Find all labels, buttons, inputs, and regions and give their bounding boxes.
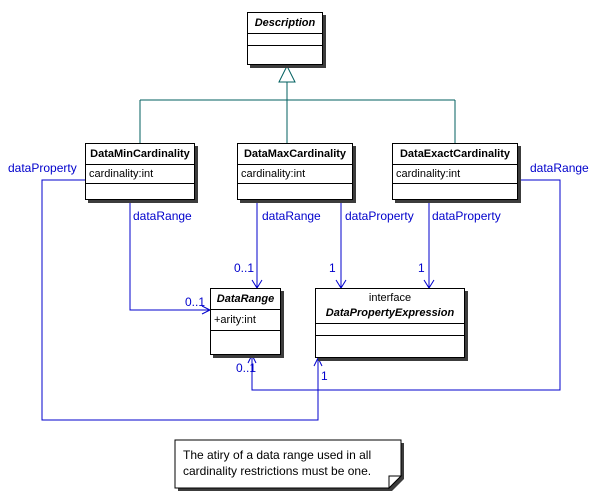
class-name: DataRange (216, 293, 275, 305)
multiplicity-label: 0..1 (236, 361, 257, 375)
stereotype-label: interface (368, 292, 412, 304)
operations-compartment (86, 183, 194, 199)
class-attribute: cardinality:int (393, 164, 517, 183)
generalization-edges (139, 64, 456, 143)
class-name: Description (254, 17, 316, 29)
attributes-compartment (248, 33, 322, 45)
multiplicity-label: 0..1 (234, 261, 255, 275)
class-name: DataMaxCardinality (243, 148, 347, 160)
note-line: cardinality restrictions must be one. (183, 464, 372, 478)
attributes-compartment (316, 323, 464, 335)
association-edges (41, 179, 561, 421)
class-attribute: cardinality:int (86, 164, 194, 183)
edge-label-dataproperty: dataProperty (8, 161, 77, 175)
note-line: The atiry of a data range used in all (183, 448, 372, 462)
operations-compartment (238, 183, 352, 199)
class-attribute: cardinality:int (238, 164, 352, 183)
generalization-triangle-icon (278, 64, 296, 83)
multiplicity-label: 1 (329, 261, 336, 275)
edge-exact-datarange (251, 179, 561, 391)
operations-compartment (393, 183, 517, 199)
class-header: interface DataPropertyExpression (316, 289, 464, 321)
class-name: DataPropertyExpression (325, 307, 455, 319)
class-datapropertyexpression: interface DataPropertyExpression (315, 288, 465, 358)
multiplicity-label: 1 (418, 261, 425, 275)
operations-compartment (316, 335, 464, 357)
edge-min-datarange (129, 200, 209, 311)
operations-compartment (248, 45, 322, 64)
class-name: DataMinCardinality (90, 148, 190, 160)
edge-min-dataproperty (41, 179, 319, 421)
arrowhead-icon (247, 353, 257, 364)
class-attribute: +arity:int (211, 309, 280, 330)
edge-label-datarange: dataRange (133, 209, 192, 223)
class-description: Description (247, 12, 323, 65)
class-datamincardinality: DataMinCardinality cardinality:int (85, 143, 195, 200)
class-datamaxcardinality: DataMaxCardinality cardinality:int (237, 143, 353, 200)
edge-label-dataproperty: dataProperty (432, 209, 501, 223)
edge-label-datarange: dataRange (530, 161, 589, 175)
edge-label-dataproperty: dataProperty (345, 209, 414, 223)
multiplicity-label: 1 (321, 369, 328, 383)
class-datarange: DataRange +arity:int (210, 288, 281, 355)
arrowhead-icon (313, 356, 323, 367)
note-shape (174, 439, 404, 491)
operations-compartment (211, 330, 280, 354)
note-fold-icon (388, 475, 403, 490)
note-text: The atiry of a data range used in all ca… (183, 447, 371, 479)
class-dataexactcardinality: DataExactCardinality cardinality:int (392, 143, 518, 200)
edge-label-datarange: dataRange (262, 209, 321, 223)
class-name: DataExactCardinality (399, 148, 511, 160)
multiplicity-label: 0..1 (185, 295, 206, 309)
